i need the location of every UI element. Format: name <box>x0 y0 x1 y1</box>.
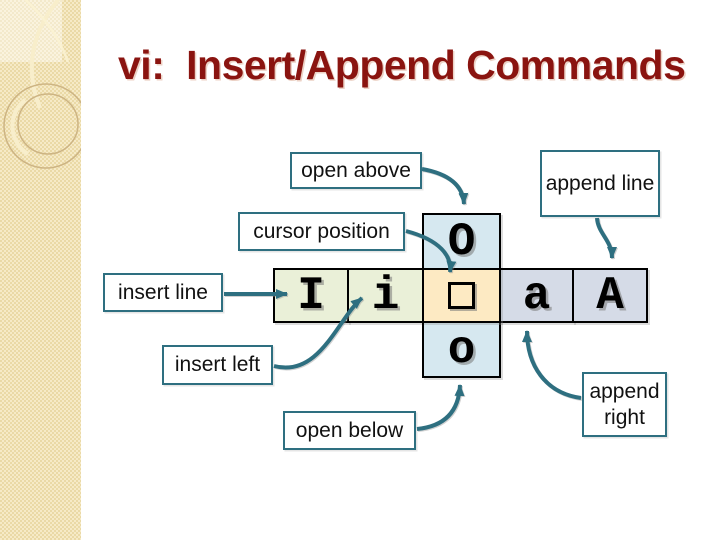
cell-append-right-key: a <box>499 268 574 323</box>
open-above-key: O <box>447 215 476 268</box>
insert-left-key: i <box>371 269 400 322</box>
label-cursor-position: cursor position <box>238 212 405 251</box>
arrow-open-above-to-O <box>421 167 469 205</box>
sidebar-circles-ornament <box>3 0 81 169</box>
cursor-box-icon <box>448 282 475 309</box>
sidebar-decoration <box>0 0 81 540</box>
open-below-key: o <box>447 323 476 376</box>
cell-append-line-key: A <box>572 268 648 323</box>
slide-title: vi: Insert/Append Commands <box>118 42 686 88</box>
arrow-append-right-to-a <box>522 330 582 400</box>
label-append-line: append line <box>540 150 660 217</box>
label-open-below: open below <box>283 411 416 450</box>
label-open-above: open above <box>290 152 422 189</box>
cell-insert-left-key: i <box>347 268 424 323</box>
append-line-key: A <box>596 269 624 322</box>
cell-insert-line-key: I <box>273 268 349 323</box>
arrow-append-line-to-A <box>595 217 617 259</box>
label-insert-left: insert left <box>162 345 273 385</box>
label-append-right: append right <box>582 372 667 437</box>
cell-open-below-key: o <box>422 321 501 378</box>
label-insert-line: insert line <box>103 273 223 312</box>
cell-open-above-key: O <box>422 213 501 270</box>
append-right-key: a <box>522 269 551 322</box>
insert-line-key: I <box>297 269 325 322</box>
cell-cursor-position <box>422 268 501 323</box>
arrow-open-below-to-o <box>416 384 465 431</box>
